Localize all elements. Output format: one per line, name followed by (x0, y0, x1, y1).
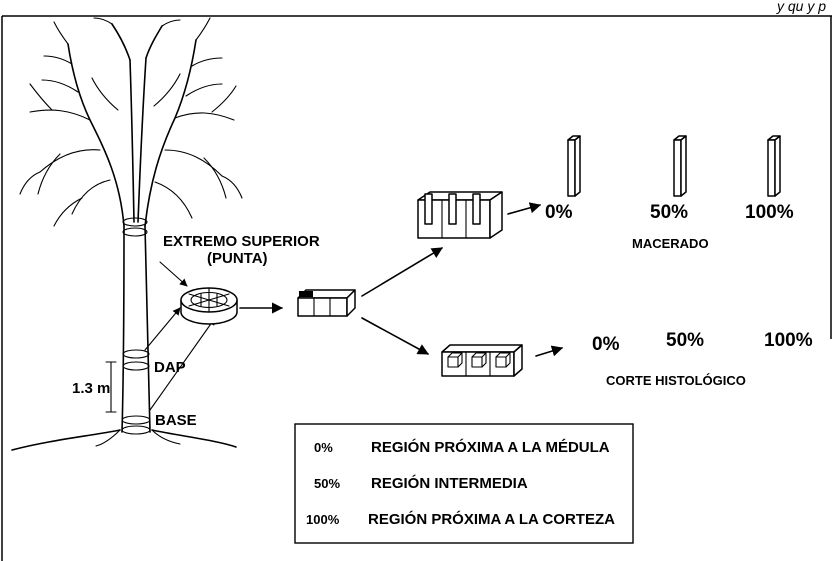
histology-100-label: 100% (764, 330, 813, 351)
legend-row-1-desc: REGIÓN PRÓXIMA A LA MÉDULA (371, 438, 610, 456)
block-to-slivers-arrow (507, 202, 542, 215)
diagram-frame (1, 15, 832, 561)
header-text: y qu y p (776, 0, 826, 14)
histology-caption: CORTE HISTOLÓGICO (606, 373, 746, 388)
arrow-to-histology (361, 317, 429, 355)
legend-row-3-desc: REGIÓN PRÓXIMA A LA CORTEZA (368, 510, 615, 528)
maceration-0-label: 0% (545, 202, 573, 223)
sliver-0-icon (567, 135, 581, 197)
dap-label: DAP (154, 359, 186, 376)
legend-box: 0% REGIÓN PRÓXIMA A LA MÉDULA 50% REGIÓN… (294, 423, 634, 544)
tree-to-disc-arrows (144, 261, 216, 411)
sliver-100-icon (767, 135, 781, 197)
height-label: 1.3 m (72, 380, 110, 397)
maceration-50-label: 50% (650, 202, 688, 223)
histology-50-label: 50% (666, 330, 704, 351)
legend-row-2-desc: REGIÓN INTERMEDIA (371, 474, 528, 492)
legend-row-3-pct: 100% (306, 512, 340, 527)
histology-cubes-icon (441, 344, 523, 377)
base-label: BASE (155, 412, 197, 429)
wood-strip-icon (297, 289, 356, 317)
legend-row-1-pct: 0% (314, 440, 333, 455)
sliver-50-icon (673, 135, 687, 197)
maceration-block-icon (417, 191, 503, 239)
histology-0-label: 0% (592, 334, 620, 355)
maceration-caption: MACERADO (632, 236, 709, 251)
top-end-sublabel: (PUNTA) (207, 250, 268, 267)
top-end-label: EXTREMO SUPERIOR (163, 233, 320, 250)
legend-row-2-pct: 50% (314, 476, 340, 491)
wood-disc-icon (180, 287, 238, 325)
cubes-to-sections-arrow (535, 345, 564, 357)
arrow-to-maceration (361, 247, 443, 297)
maceration-100-label: 100% (745, 202, 794, 223)
tree-illustration (11, 17, 243, 451)
